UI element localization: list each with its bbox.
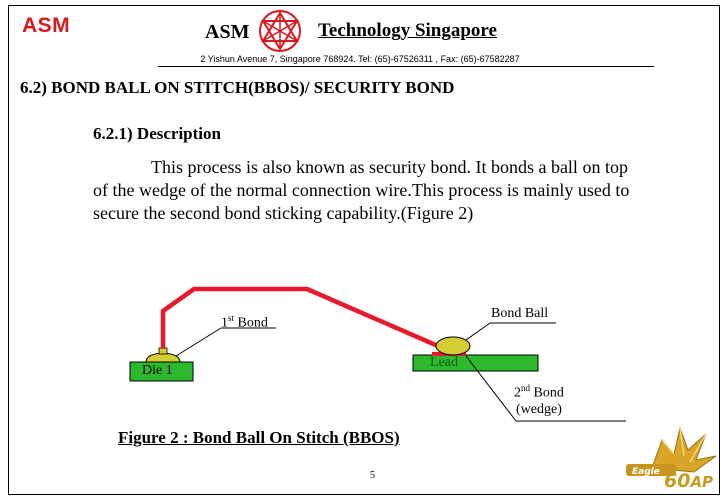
die-label: Die 1 — [142, 363, 173, 378]
eagle-anniversary-logo-icon: Eagle — [626, 426, 717, 477]
first-bond-neck — [158, 347, 168, 355]
page-frame — [8, 5, 720, 495]
header-title: Technology Singapore — [318, 20, 497, 41]
anniversary-mark: 60AP — [664, 470, 714, 492]
first-bond-label: 1st Bond — [221, 313, 268, 331]
eagle-badge-text: Eagle — [632, 467, 660, 477]
bond-ball-pointer — [465, 322, 491, 341]
first-bond-pointer — [175, 327, 222, 357]
subsection-title: 6.2.1) Description — [93, 124, 221, 143]
section-title: 6.2) BOND BALL ON STITCH(BBOS)/ SECURITY… — [20, 78, 455, 97]
bond-wire — [160, 286, 455, 356]
description-paragraph: This process is also known as security b… — [93, 156, 633, 225]
asm-corner-logo: ASM — [22, 14, 71, 37]
page-number: 5 — [370, 470, 375, 481]
lead-pad — [412, 354, 539, 372]
description-text: This process is also known as security b… — [93, 157, 630, 223]
second-bond-sublabel: (wedge) — [516, 402, 562, 417]
lead-label: Lead — [430, 355, 458, 370]
header-address: 2 Yishun Avenue 7, Singapore 768924. Tel… — [200, 54, 520, 64]
bond-ball-label: Bond Ball — [491, 306, 549, 321]
second-bond-pointer — [465, 355, 517, 422]
bond-ball — [435, 336, 471, 356]
header-company: ASM — [205, 21, 250, 43]
figure-caption: Figure 2 : Bond Ball On Stitch (BBOS) — [118, 428, 400, 447]
asm-star-logo-icon — [259, 10, 301, 52]
header-divider — [158, 66, 654, 67]
second-bond-label: 2nd Bond — [514, 383, 564, 401]
